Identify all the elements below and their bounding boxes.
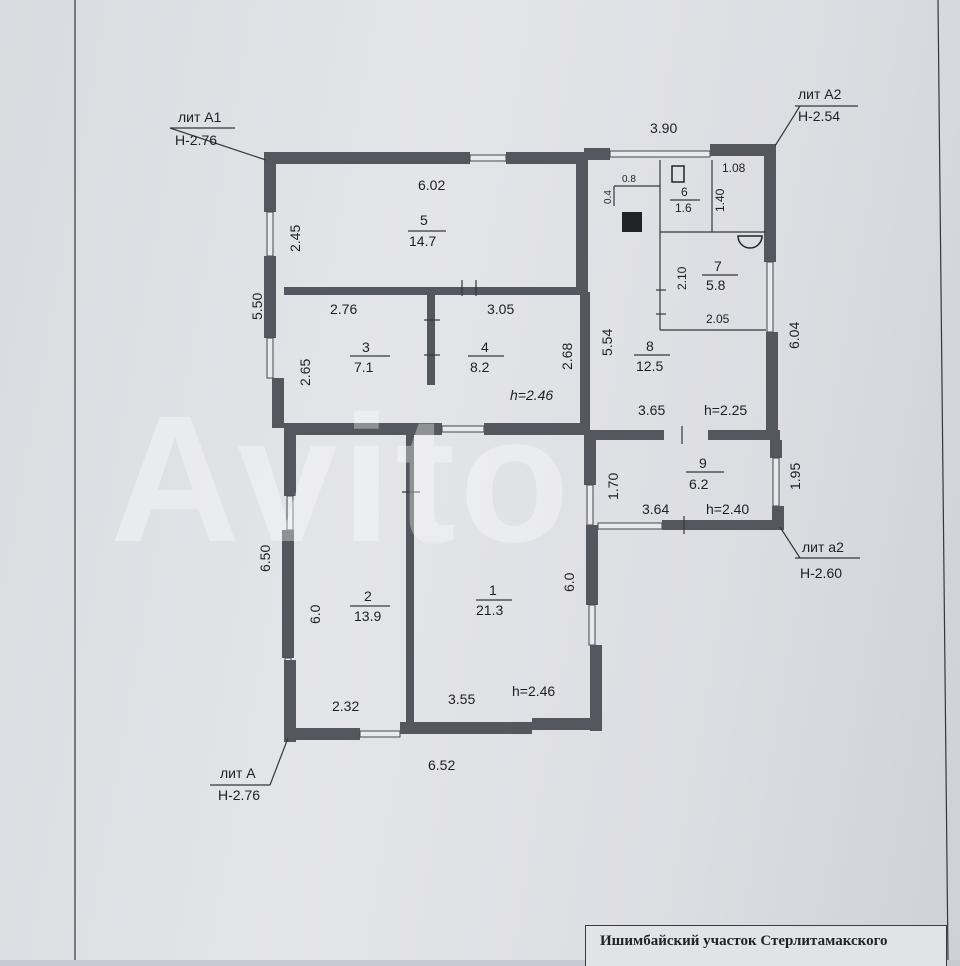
title-block: Ишимбайский участок Стерлитамакского <box>585 925 947 966</box>
dim-6-50: 6.50 <box>257 545 273 572</box>
label-h-a2: Н-2.54 <box>798 108 840 124</box>
room-7-area: 5.8 <box>706 277 726 293</box>
dim-2-65: 2.65 <box>297 359 313 386</box>
dim-0-8: 0.8 <box>622 174 636 185</box>
label-lit-a2-small: лит а2 <box>802 539 844 555</box>
dim-1-70: 1.70 <box>605 473 621 500</box>
label-lit-a2: лит А2 <box>798 86 842 102</box>
room-4-number: 4 <box>481 339 489 355</box>
dim-6-02: 6.02 <box>418 177 445 193</box>
room-3-area: 7.1 <box>354 359 374 375</box>
room-4-area: 8.2 <box>470 359 490 375</box>
room-8-number: 8 <box>646 338 654 354</box>
dim-1-08: 1.08 <box>722 161 746 175</box>
room-7-number: 7 <box>714 258 722 274</box>
title-block-text: Ишимбайский участок Стерлитамакского <box>600 933 888 949</box>
room-5-area: 14.7 <box>409 233 436 249</box>
dim-2-10: 2.10 <box>675 266 689 290</box>
dim-5-54: 5.54 <box>599 329 615 356</box>
dim-3-64: 3.64 <box>642 501 669 517</box>
label-h-a2-small: Н-2.60 <box>800 565 842 581</box>
room-6-area: 1.6 <box>675 201 692 215</box>
dim-2-05: 2.05 <box>706 312 730 326</box>
room-3-number: 3 <box>362 339 370 355</box>
room-1-number: 1 <box>489 582 497 598</box>
label-h-a1: Н-2.76 <box>175 132 217 148</box>
height-rooms-1-2: h=2.46 <box>512 683 555 699</box>
sheet-frame-right <box>937 0 949 960</box>
room-9-area: 6.2 <box>689 476 709 492</box>
height-rooms-3-4: h=2.46 <box>510 387 553 403</box>
room-2-number: 2 <box>364 588 372 604</box>
dim-1-95: 1.95 <box>787 463 803 490</box>
label-h-a: Н-2.76 <box>218 787 260 803</box>
height-room-9: h=2.40 <box>706 501 749 517</box>
dim-3-65: 3.65 <box>638 402 665 418</box>
walls <box>264 144 784 742</box>
dim-3-90: 3.90 <box>650 120 677 136</box>
label-lit-a: лит А <box>220 765 256 781</box>
dim-5-50: 5.50 <box>249 293 265 320</box>
dim-3-05: 3.05 <box>487 301 514 317</box>
dim-1-40: 1.40 <box>713 188 727 212</box>
room-5-number: 5 <box>420 212 428 228</box>
room-6-number: 6 <box>681 185 688 199</box>
dim-0-4: 0.4 <box>603 190 614 204</box>
dim-2-76: 2.76 <box>330 301 357 317</box>
room-8-area: 12.5 <box>636 358 663 374</box>
room-9-number: 9 <box>699 455 707 471</box>
dim-2-32: 2.32 <box>332 698 359 714</box>
dim-6-52: 6.52 <box>428 757 455 773</box>
dim-6-0-right: 6.0 <box>561 572 577 592</box>
height-room-8: h=2.25 <box>704 402 747 418</box>
dim-6-04: 6.04 <box>786 322 802 349</box>
dim-2-68: 2.68 <box>559 343 575 370</box>
dim-2-45: 2.45 <box>287 225 303 252</box>
room-2-area: 13.9 <box>354 608 381 624</box>
room-1-area: 21.3 <box>476 602 503 618</box>
dim-6-0-left: 6.0 <box>307 604 323 624</box>
dim-3-55: 3.55 <box>448 691 475 707</box>
label-lit-a1: лит А1 <box>178 109 222 125</box>
